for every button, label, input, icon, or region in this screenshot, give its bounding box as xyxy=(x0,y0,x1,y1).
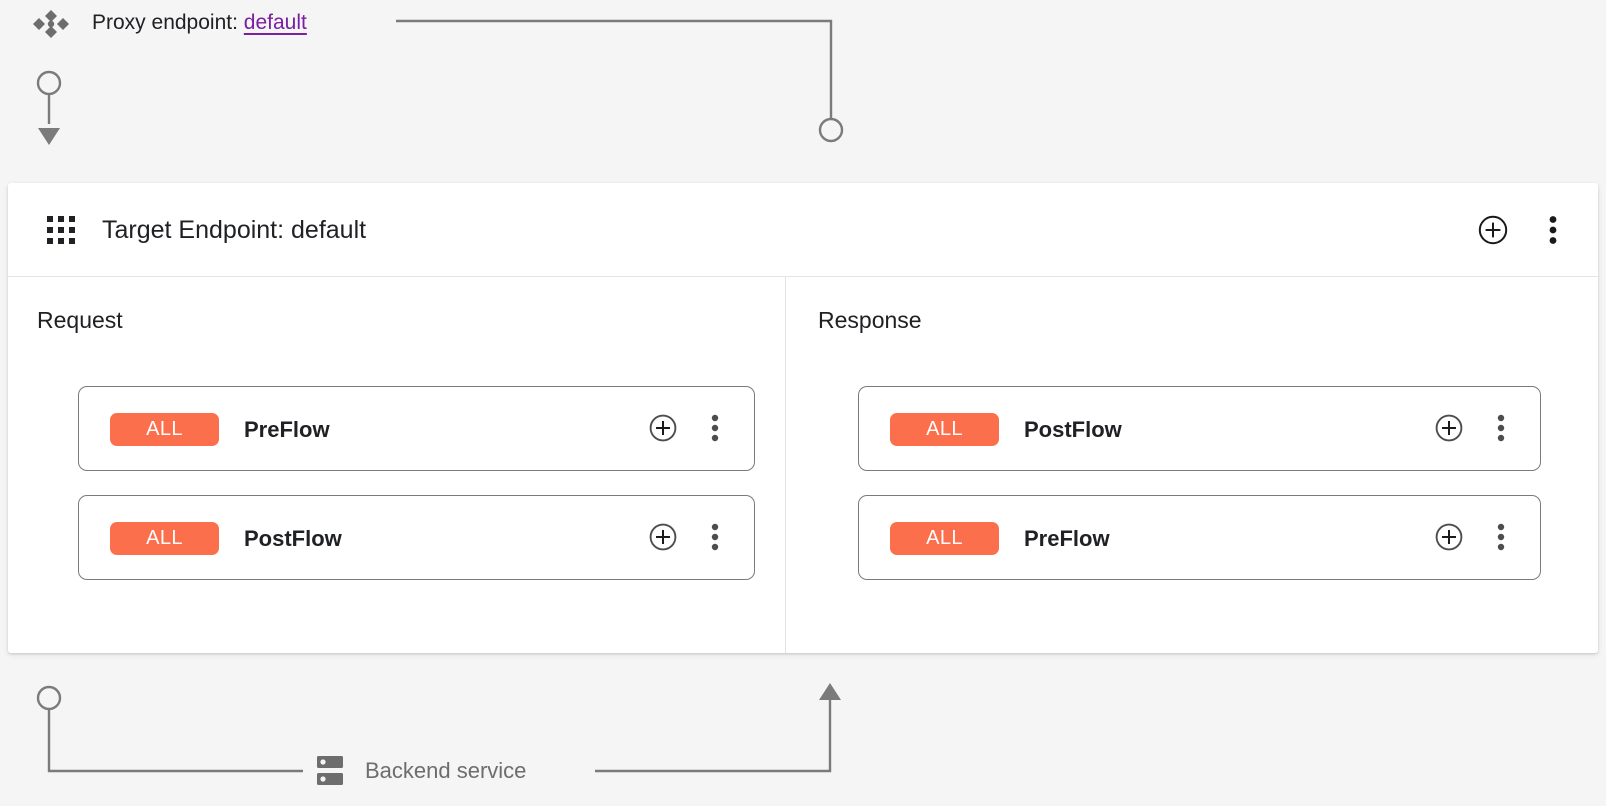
add-step-button[interactable] xyxy=(644,518,682,556)
plus-circle-icon xyxy=(1434,413,1464,443)
flow-name-label: PreFlow xyxy=(244,417,330,442)
node-request-start xyxy=(36,70,62,96)
more-vert-icon xyxy=(711,413,719,443)
more-options-button[interactable] xyxy=(1534,211,1572,249)
plus-circle-icon xyxy=(648,413,678,443)
page-title: Target Endpoint: default xyxy=(102,216,367,244)
plus-circle-icon xyxy=(648,522,678,552)
connector-target-to-backend xyxy=(47,709,314,773)
proxy-endpoint-label-text: Proxy endpoint: xyxy=(92,11,238,34)
arrow-proxy-request-down xyxy=(38,128,60,145)
status-badge: ALL xyxy=(110,413,219,446)
backend-service-label: Backend service xyxy=(365,758,527,783)
flow-columns: Request ALL PreFlow xyxy=(8,277,1598,653)
target-endpoint-panel: Target Endpoint: default xyxy=(8,183,1598,653)
plus-circle-icon xyxy=(1434,522,1464,552)
add-step-button[interactable] xyxy=(1430,518,1468,556)
more-vert-icon xyxy=(711,522,719,552)
flow-name-label: PreFlow xyxy=(1024,526,1110,551)
add-policy-button[interactable] xyxy=(1474,211,1512,249)
status-badge: ALL xyxy=(890,413,999,446)
target-endpoint-actions xyxy=(1474,211,1572,249)
flow-row-actions xyxy=(1430,409,1520,447)
more-vert-icon xyxy=(1497,413,1505,443)
add-step-button[interactable] xyxy=(644,409,682,447)
status-badge: ALL xyxy=(890,522,999,555)
connector-backend-to-response xyxy=(595,694,832,773)
add-step-button[interactable] xyxy=(1430,409,1468,447)
status-badge: ALL xyxy=(110,522,219,555)
flow-more-options-button[interactable] xyxy=(696,518,734,556)
server-storage-icon xyxy=(317,754,347,788)
node-proxy-to-target xyxy=(818,117,844,143)
proxy-endpoint-bar: Proxy endpoint: default xyxy=(0,0,1606,48)
request-column-title: Request xyxy=(37,307,123,333)
flow-row-actions xyxy=(644,518,734,556)
response-column-title: Response xyxy=(818,307,922,333)
flow-more-options-button[interactable] xyxy=(696,409,734,447)
response-column: Response ALL PostFlow xyxy=(785,277,1598,653)
target-endpoint-header: Target Endpoint: default xyxy=(8,183,1598,277)
proxy-endpoint-label: Proxy endpoint: default xyxy=(92,8,307,38)
plus-circle-icon xyxy=(1477,214,1509,246)
request-column: Request ALL PreFlow xyxy=(8,277,785,653)
more-vert-icon xyxy=(1549,214,1557,246)
node-target-exit xyxy=(36,685,62,711)
arrow-backend-up xyxy=(819,683,841,700)
flow-name-label: PostFlow xyxy=(1024,417,1122,442)
flow-row-request-postflow[interactable]: ALL PostFlow xyxy=(78,495,755,580)
flow-row-response-postflow[interactable]: ALL PostFlow xyxy=(858,386,1541,471)
flow-more-options-button[interactable] xyxy=(1482,518,1520,556)
grid-dots-icon xyxy=(46,215,76,245)
api-proxy-diamond-icon xyxy=(33,8,69,40)
flow-row-request-preflow[interactable]: ALL PreFlow xyxy=(78,386,755,471)
backend-service-node[interactable]: Backend service xyxy=(303,748,541,794)
flow-name-label: PostFlow xyxy=(244,526,342,551)
proxy-endpoint-link[interactable]: default xyxy=(243,11,307,34)
flow-more-options-button[interactable] xyxy=(1482,409,1520,447)
flow-row-actions xyxy=(644,409,734,447)
more-vert-icon xyxy=(1497,522,1505,552)
flow-row-actions xyxy=(1430,518,1520,556)
flow-row-response-preflow[interactable]: ALL PreFlow xyxy=(858,495,1541,580)
